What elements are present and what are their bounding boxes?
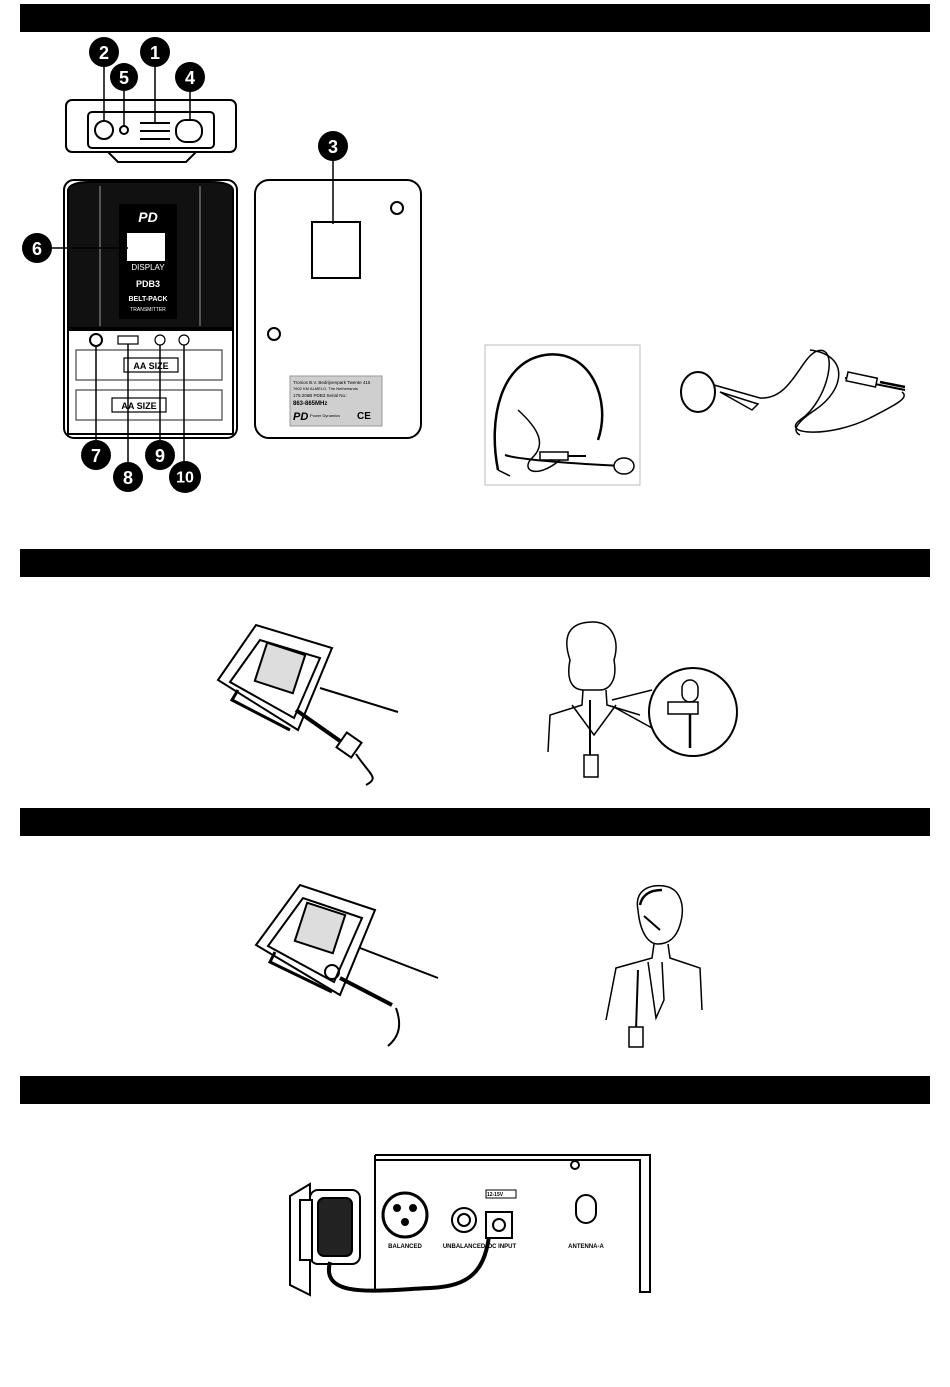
unbalanced-label: UNBALANCED bbox=[443, 1244, 486, 1250]
svg-text:9: 9 bbox=[155, 446, 165, 466]
battery-label-top: AA SIZE bbox=[133, 361, 168, 371]
callout-4: 4 bbox=[175, 62, 205, 92]
callout-5: 5 bbox=[110, 63, 138, 91]
callout-1: 1 bbox=[140, 37, 170, 67]
transmitter-with-lavalier-plug bbox=[218, 625, 398, 785]
battery-label-bottom: AA SIZE bbox=[121, 401, 156, 411]
person-wearing-headset bbox=[606, 886, 702, 1047]
rear-label-line2: 7602 KM ALMELO, The Netherlands bbox=[293, 386, 358, 391]
receiver-power-diagram: BALANCED UNBALANCED DC INPUT 12-15V ANTE… bbox=[0, 1140, 950, 1310]
front-display-label: DISPLAY bbox=[131, 263, 165, 272]
callout-3: 3 bbox=[318, 131, 348, 161]
callout-10: 10 bbox=[169, 461, 201, 493]
dc-input-label: DC INPUT bbox=[488, 1244, 517, 1250]
svg-text:3: 3 bbox=[328, 137, 338, 157]
callout-7: 7 bbox=[81, 440, 111, 470]
transmitter-with-headset-plug bbox=[256, 885, 438, 1046]
lavalier-connection-diagram bbox=[0, 578, 950, 803]
svg-text:7: 7 bbox=[91, 446, 101, 466]
section-header-bar-2 bbox=[20, 549, 930, 577]
callout-2: 2 bbox=[89, 37, 119, 67]
svg-text:10: 10 bbox=[176, 470, 194, 487]
front-type-line2: TRANSMITTER bbox=[130, 307, 166, 313]
person-wearing-lavalier bbox=[548, 622, 737, 777]
rear-label-line3: 179.206B PDB3 Serial No.: bbox=[293, 393, 348, 398]
svg-text:8: 8 bbox=[123, 468, 133, 488]
section-header-bar-1 bbox=[20, 4, 930, 32]
svg-text:4: 4 bbox=[185, 68, 195, 88]
section-header-bar-3 bbox=[20, 808, 930, 836]
svg-text:1: 1 bbox=[150, 43, 160, 63]
svg-text:6: 6 bbox=[32, 239, 42, 259]
callout-8: 8 bbox=[113, 462, 143, 492]
front-model-label: PDB3 bbox=[136, 279, 160, 289]
front-brand-logo: PD bbox=[138, 209, 157, 225]
voltage-label: 12-15V bbox=[487, 1192, 504, 1198]
rear-label-frequency: 863-865MHz bbox=[293, 401, 327, 407]
lavalier-microphone-illustration bbox=[681, 350, 905, 435]
transmitter-diagram: PD DISPLAY PDB3 BELT-PACK TRANSMITTER AA… bbox=[0, 30, 950, 530]
svg-text:2: 2 bbox=[99, 43, 109, 63]
section-header-bar-4 bbox=[20, 1076, 930, 1104]
balanced-label: BALANCED bbox=[388, 1244, 422, 1250]
rear-label-brand-logo: PD bbox=[293, 411, 308, 423]
callout-9: 9 bbox=[145, 440, 175, 470]
headset-microphone-illustration bbox=[485, 345, 640, 485]
rear-label-line1: Tronios B.V. Bedrijvenpark Twente 415 bbox=[293, 380, 371, 385]
antenna-label: ANTENNA-A bbox=[568, 1244, 604, 1250]
front-type-line1: BELT-PACK bbox=[128, 296, 167, 303]
receiver-rear-panel bbox=[375, 1155, 650, 1292]
svg-text:5: 5 bbox=[119, 68, 129, 88]
callout-6: 6 bbox=[22, 233, 52, 263]
rear-label-brand-text: Power Dynamics bbox=[310, 413, 340, 418]
headset-connection-diagram bbox=[0, 838, 950, 1068]
transmitter-top-view bbox=[66, 100, 236, 162]
rear-label-ce-mark: CE bbox=[357, 411, 371, 422]
